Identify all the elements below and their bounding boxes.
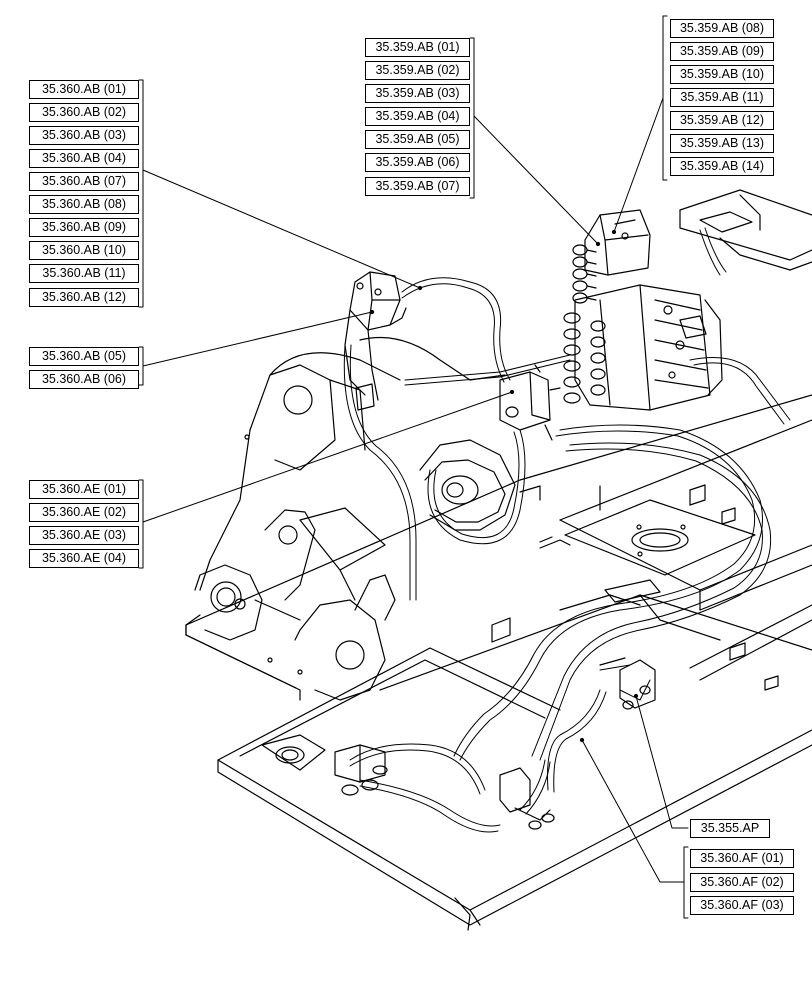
callout-label[interactable]: 35.360.AE (04)	[29, 549, 139, 568]
callout-label[interactable]: 35.359.AB (11)	[670, 88, 774, 107]
callout-label[interactable]: 35.359.AB (02)	[365, 61, 470, 80]
lower-valve-block	[261, 657, 656, 830]
callout-label[interactable]: 35.360.AF (01)	[690, 849, 794, 868]
callout-label[interactable]: 35.359.AB (07)	[365, 177, 470, 196]
callout-label[interactable]: 35.360.AB (04)	[29, 149, 139, 168]
callout-label[interactable]: 35.360.AB (08)	[29, 195, 139, 214]
callout-label[interactable]: 35.355.AP	[690, 819, 770, 838]
control-valve-assembly	[563, 209, 723, 411]
callout-label[interactable]: 35.360.AB (10)	[29, 241, 139, 260]
callout-label[interactable]: 35.360.AB (07)	[29, 172, 139, 191]
left-valve-block	[344, 271, 407, 411]
callout-label[interactable]: 35.360.AB (06)	[29, 370, 139, 389]
chassis-frame	[185, 189, 812, 931]
boom-brackets	[185, 336, 516, 701]
callout-label[interactable]: 35.360.AB (01)	[29, 80, 139, 99]
callout-label[interactable]: 35.359.AB (10)	[670, 65, 774, 84]
callout-label[interactable]: 35.360.AB (02)	[29, 103, 139, 122]
callout-label[interactable]: 35.360.AB (09)	[29, 218, 139, 237]
callout-label[interactable]: 35.359.AB (04)	[365, 107, 470, 126]
callout-label[interactable]: 35.360.AB (11)	[29, 264, 139, 283]
center-valve-block	[499, 364, 561, 441]
callout-label[interactable]: 35.360.AB (05)	[29, 347, 139, 366]
callout-label[interactable]: 35.359.AB (01)	[365, 38, 470, 57]
hydraulic-hoses	[343, 227, 791, 833]
callout-label[interactable]: 35.359.AB (09)	[670, 42, 774, 61]
callout-label[interactable]: 35.360.AE (01)	[29, 480, 139, 499]
callout-label[interactable]: 35.360.AE (02)	[29, 503, 139, 522]
callout-label[interactable]: 35.359.AB (13)	[670, 134, 774, 153]
callout-leaders	[138, 15, 689, 919]
callout-label[interactable]: 35.359.AB (03)	[365, 84, 470, 103]
callout-label[interactable]: 35.359.AB (08)	[670, 19, 774, 38]
callout-label[interactable]: 35.359.AB (06)	[365, 153, 470, 172]
callout-label[interactable]: 35.360.AB (03)	[29, 126, 139, 145]
callout-label[interactable]: 35.359.AB (05)	[365, 130, 470, 149]
callout-label[interactable]: 35.359.AB (12)	[670, 111, 774, 130]
callout-label[interactable]: 35.360.AF (02)	[690, 873, 794, 892]
callout-label[interactable]: 35.360.AF (03)	[690, 896, 794, 915]
callout-label[interactable]: 35.359.AB (14)	[670, 157, 774, 176]
callout-label[interactable]: 35.360.AE (03)	[29, 526, 139, 545]
callout-label[interactable]: 35.360.AB (12)	[29, 288, 139, 307]
